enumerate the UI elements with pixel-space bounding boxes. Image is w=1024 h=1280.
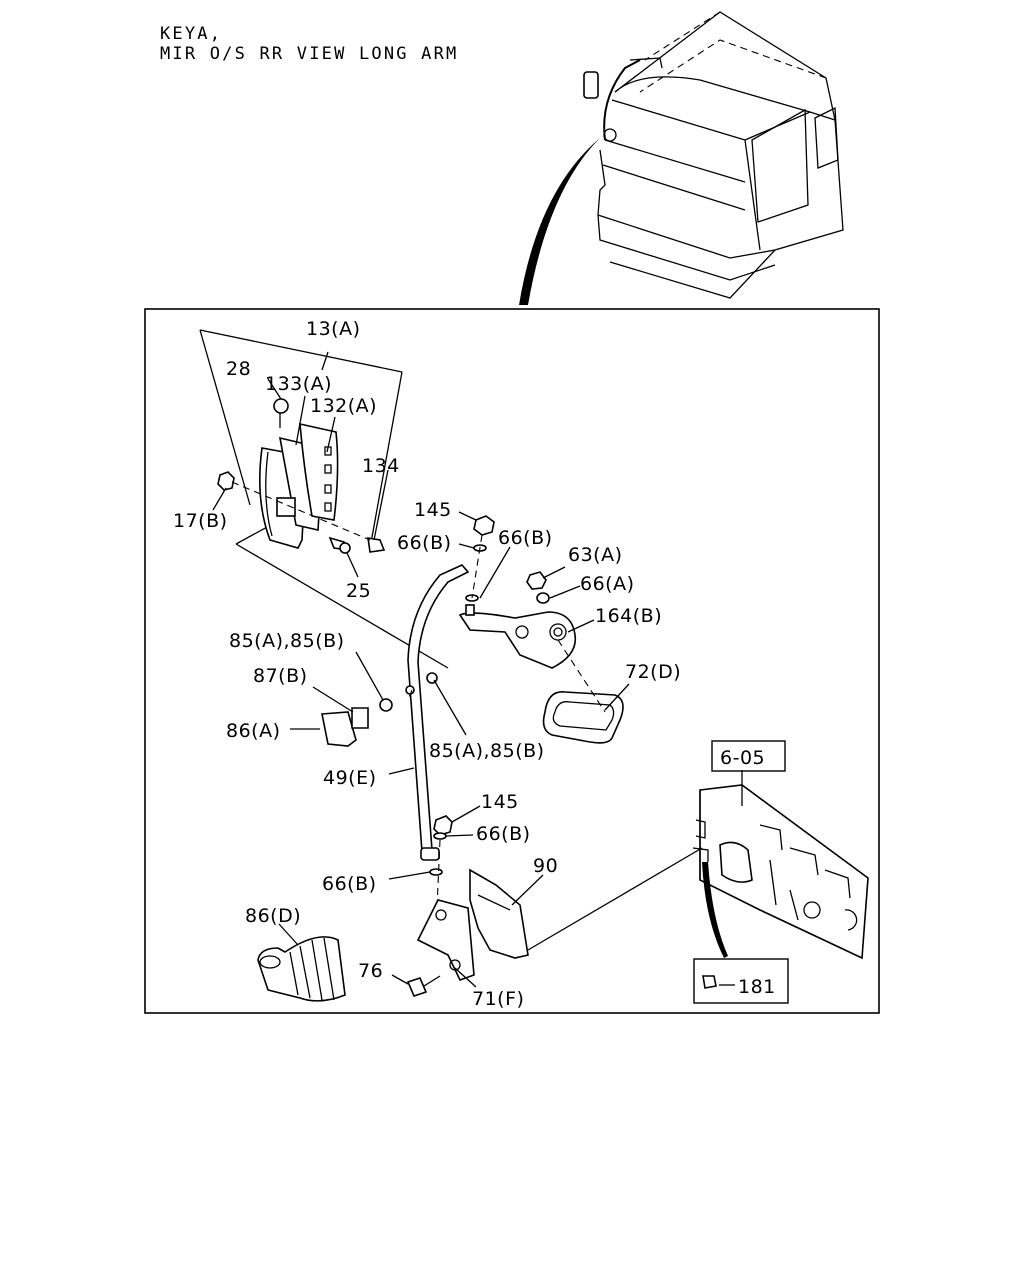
callout-66B-left: 66(B): [397, 532, 452, 554]
leader-bracket-to-cab: [527, 847, 703, 951]
lower-bracket-assembly: [257, 815, 529, 1002]
exploded-view-frame: [144, 308, 880, 1014]
reference-box-181: [693, 958, 789, 1004]
callout-leaders: [212, 378, 743, 988]
long-arm-rod: [379, 564, 470, 861]
callout-164B: 164(B): [595, 605, 662, 627]
callout-133A: 133(A): [265, 373, 332, 395]
upper-bracket-assembly: [458, 515, 624, 744]
callout-85A-85B-upper: 85(A),85(B): [229, 630, 345, 652]
callout-49E: 49(E): [323, 767, 377, 789]
diagram-title-line1: KEYA,: [160, 24, 223, 44]
callout-85A-85B-lower: 85(A),85(B): [429, 740, 545, 762]
callout-17B: 17(B): [173, 510, 228, 532]
callout-25: 25: [346, 580, 371, 602]
callout-76: 76: [358, 960, 383, 982]
callout-145-upper: 145: [414, 499, 452, 521]
reference-box-6-05: [711, 740, 786, 772]
callout-90: 90: [533, 855, 558, 877]
mirror-head-assembly: [199, 329, 449, 669]
callout-63A: 63(A): [568, 544, 623, 566]
callout-132A: 132(A): [310, 395, 377, 417]
cab-frame-inset: [692, 784, 869, 960]
callout-66B-right: 66(B): [498, 527, 553, 549]
truck-cab-illustration: [519, 11, 844, 305]
diagram-title-line2: MIR O/S RR VIEW LONG ARM: [160, 44, 459, 64]
callout-86D: 86(D): [245, 905, 301, 927]
callout-66B-middle: 66(B): [476, 823, 531, 845]
callout-87B: 87(B): [253, 665, 308, 687]
callout-13A: 13(A): [306, 318, 361, 340]
callout-71F: 71(F): [472, 988, 524, 1010]
reference-label-181: 181: [738, 976, 776, 998]
reference-label-6-05: 6-05: [720, 747, 765, 769]
arm-cover-parts: [321, 707, 369, 747]
callout-86A: 86(A): [226, 720, 281, 742]
callout-66A: 66(A): [580, 573, 635, 595]
callout-28: 28: [226, 358, 251, 380]
clip-part-icon: [702, 975, 717, 989]
callout-66B-lower: 66(B): [322, 873, 377, 895]
callout-134: 134: [362, 455, 400, 477]
callout-145-lower: 145: [481, 791, 519, 813]
callout-72D: 72(D): [625, 661, 681, 683]
